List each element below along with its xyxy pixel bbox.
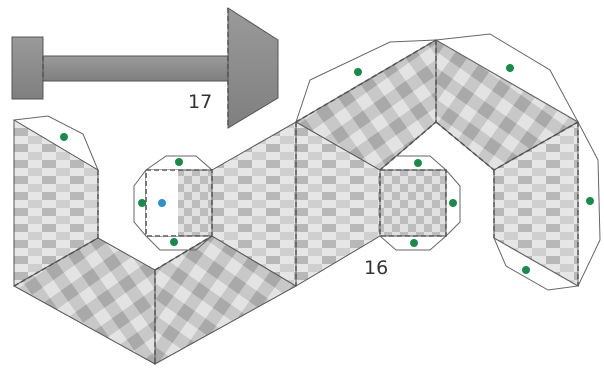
glue-dot (60, 133, 68, 141)
glue-dot (410, 239, 418, 247)
glue-dot (175, 158, 183, 166)
handle-end-block (11, 36, 44, 100)
piece-17-handle: 17 (11, 7, 279, 129)
glue-tab-top-right (434, 33, 580, 124)
anchor-dot (158, 199, 166, 207)
handle-shaft (42, 55, 229, 82)
glue-tab-right (577, 121, 601, 287)
fold-line-upper-left (295, 39, 437, 123)
glue-dot (506, 64, 514, 72)
glue-tab-bottom-right (492, 236, 580, 291)
fold-line-lower-left (13, 237, 99, 287)
glue-markers (60, 64, 594, 274)
glue-dot (522, 266, 530, 274)
glue-dot (170, 238, 178, 246)
glue-dot (138, 199, 146, 207)
glue-tab-small-square-middle (379, 155, 461, 251)
fold-line-lower-right (154, 235, 213, 271)
glue-dot (414, 159, 422, 167)
glue-dot (354, 68, 362, 76)
glue-tab-small-square-left (133, 155, 213, 251)
piece-label-16: 16 (364, 257, 388, 279)
handle-head (227, 7, 279, 129)
glue-dot (586, 197, 594, 205)
piece-16-band: 16 (12, 33, 601, 365)
panel-small-square-middle (379, 169, 447, 237)
fold-line-small-middle-square (379, 169, 447, 237)
fold-line-small-left-square (145, 169, 213, 237)
glue-dot (449, 199, 457, 207)
piece-label-17: 17 (188, 91, 212, 113)
